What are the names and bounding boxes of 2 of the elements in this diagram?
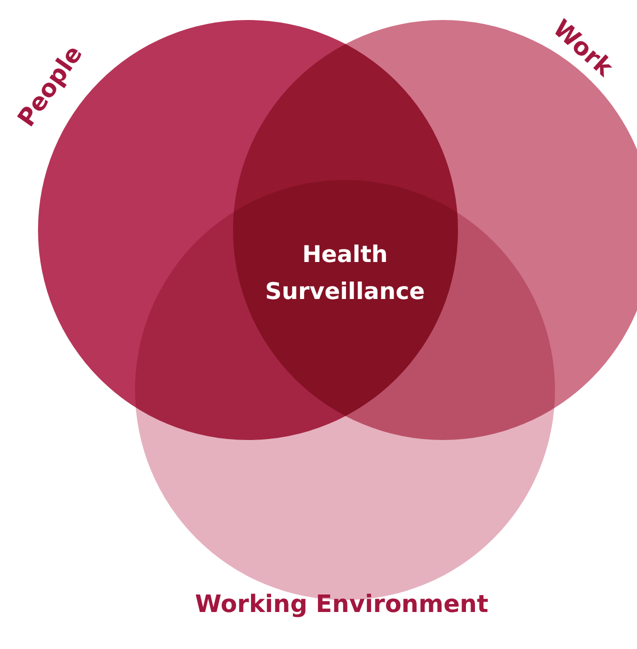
circle-label: Working Environment (195, 590, 488, 618)
center-label: Health Surveillance (264, 241, 426, 307)
